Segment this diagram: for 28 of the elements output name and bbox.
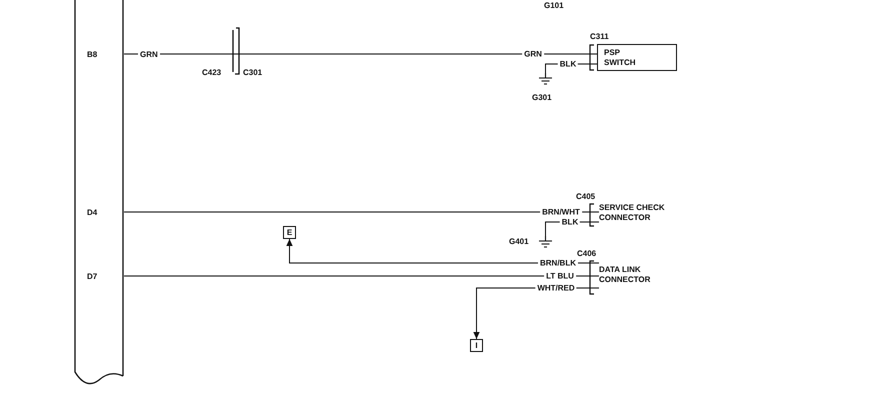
wire-color-label: GRN [522, 50, 544, 58]
connector-label: DATA LINK CONNECTOR [599, 265, 679, 287]
ground-symbol [538, 73, 553, 85]
connector-label: SERVICE CHECK CONNECTOR [599, 203, 709, 225]
wire [286, 238, 600, 264]
connector-id: C406 [577, 249, 596, 258]
connector-id: C405 [576, 192, 596, 201]
connector-id: C423 [202, 68, 222, 77]
pin-id: D4 [87, 208, 98, 217]
ground-symbol [538, 236, 553, 248]
connector-id: G401 [509, 237, 529, 246]
ground-id: G101 [544, 1, 564, 10]
pin-id: B8 [87, 50, 98, 59]
connector-id: C301 [243, 68, 262, 77]
connector-id: G301 [532, 93, 552, 102]
wire-color-label: BRN/WHT [540, 208, 582, 216]
connector-id: C311 [590, 32, 609, 41]
wire-color-label: LT BLU [544, 272, 576, 280]
switch-box: PSP SWITCH [597, 44, 677, 71]
wire-color-label: BLK [560, 218, 580, 226]
reference-box: I [470, 339, 483, 352]
wire-color-label: BRN/BLK [538, 258, 578, 268]
wire-color-label: BLK [558, 60, 578, 68]
reference-box: E [283, 226, 296, 239]
wire-color-label: WHT/RED [535, 284, 577, 292]
pin-id: D7 [87, 272, 98, 281]
wire-color-label: GRN [138, 50, 160, 59]
control-module-outline [74, 0, 124, 386]
